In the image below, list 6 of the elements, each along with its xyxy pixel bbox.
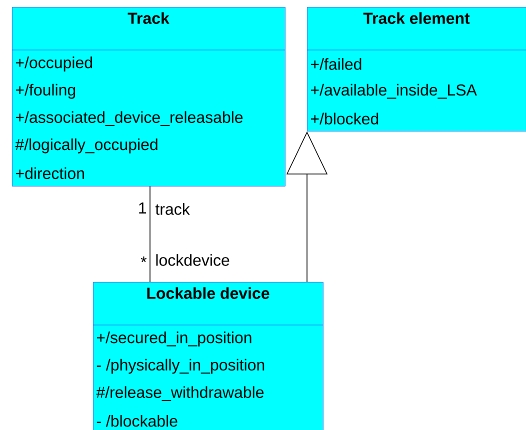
multiplicity: 1 bbox=[139, 202, 146, 214]
role-name: lockdevice bbox=[156, 254, 230, 266]
multiplicity: * bbox=[140, 256, 147, 262]
class-box: Lockable device +/secured_in_position - /physically_in_position #/release_withdrawable - /blockable bbox=[92, 282, 324, 430]
class-box: Track element +/failed +/available_inside_LSA +/blocked bbox=[306, 7, 526, 132]
role-name: track bbox=[155, 203, 190, 215]
